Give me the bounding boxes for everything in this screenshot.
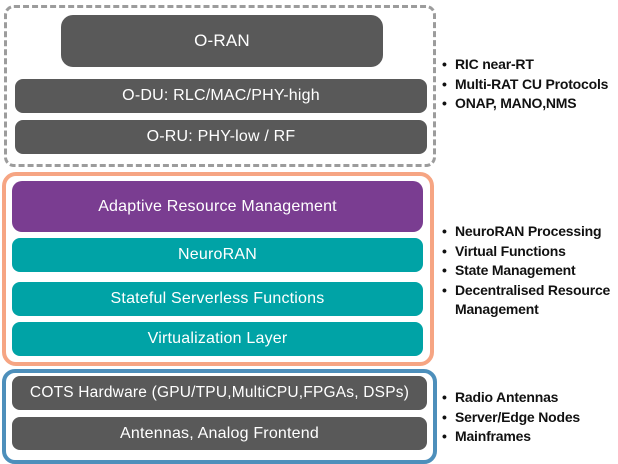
layer-o-ran: O-RAN <box>61 15 383 67</box>
layer-stateful-serverless-functions: Stateful Serverless Functions <box>12 282 423 316</box>
bullet-decentralised-resource-management: Decentralised Resource Management <box>439 281 618 320</box>
bullet-neuroran-processing: NeuroRAN Processing <box>439 222 618 242</box>
neuroran-group-border <box>2 172 434 366</box>
oran-bullet-list: RIC near-RT Multi-RAT CU Protocols ONAP,… <box>439 55 618 114</box>
layer-o-ru: O-RU: PHY-low / RF <box>15 120 427 154</box>
layer-cots-hardware: COTS Hardware (GPU/TPU,MultiCPU,FPGAs, D… <box>12 376 427 410</box>
bullet-mainframes: Mainframes <box>439 427 618 447</box>
neuroran-bullet-list: NeuroRAN Processing Virtual Functions St… <box>439 222 618 320</box>
bullet-onap-mano-nms: ONAP, MANO,NMS <box>439 94 618 114</box>
hardware-bullet-list: Radio Antennas Server/Edge Nodes Mainfra… <box>439 388 618 447</box>
layer-adaptive-resource-management: Adaptive Resource Management <box>12 181 423 232</box>
layer-virtualization-layer: Virtualization Layer <box>12 322 423 356</box>
layer-antennas-analog-frontend: Antennas, Analog Frontend <box>12 417 427 450</box>
bullet-ric-near-rt: RIC near-RT <box>439 55 618 75</box>
bullet-multi-rat-cu-protocols: Multi-RAT CU Protocols <box>439 75 618 95</box>
layer-o-du: O-DU: RLC/MAC/PHY-high <box>15 79 427 113</box>
hardware-group-border <box>2 369 437 464</box>
bullet-virtual-functions: Virtual Functions <box>439 242 618 262</box>
bullet-server-edge-nodes: Server/Edge Nodes <box>439 408 618 428</box>
bullet-state-management: State Management <box>439 261 618 281</box>
layer-neuroran: NeuroRAN <box>12 238 423 272</box>
oran-protocol-group-border <box>4 5 436 167</box>
bullet-radio-antennas: Radio Antennas <box>439 388 618 408</box>
